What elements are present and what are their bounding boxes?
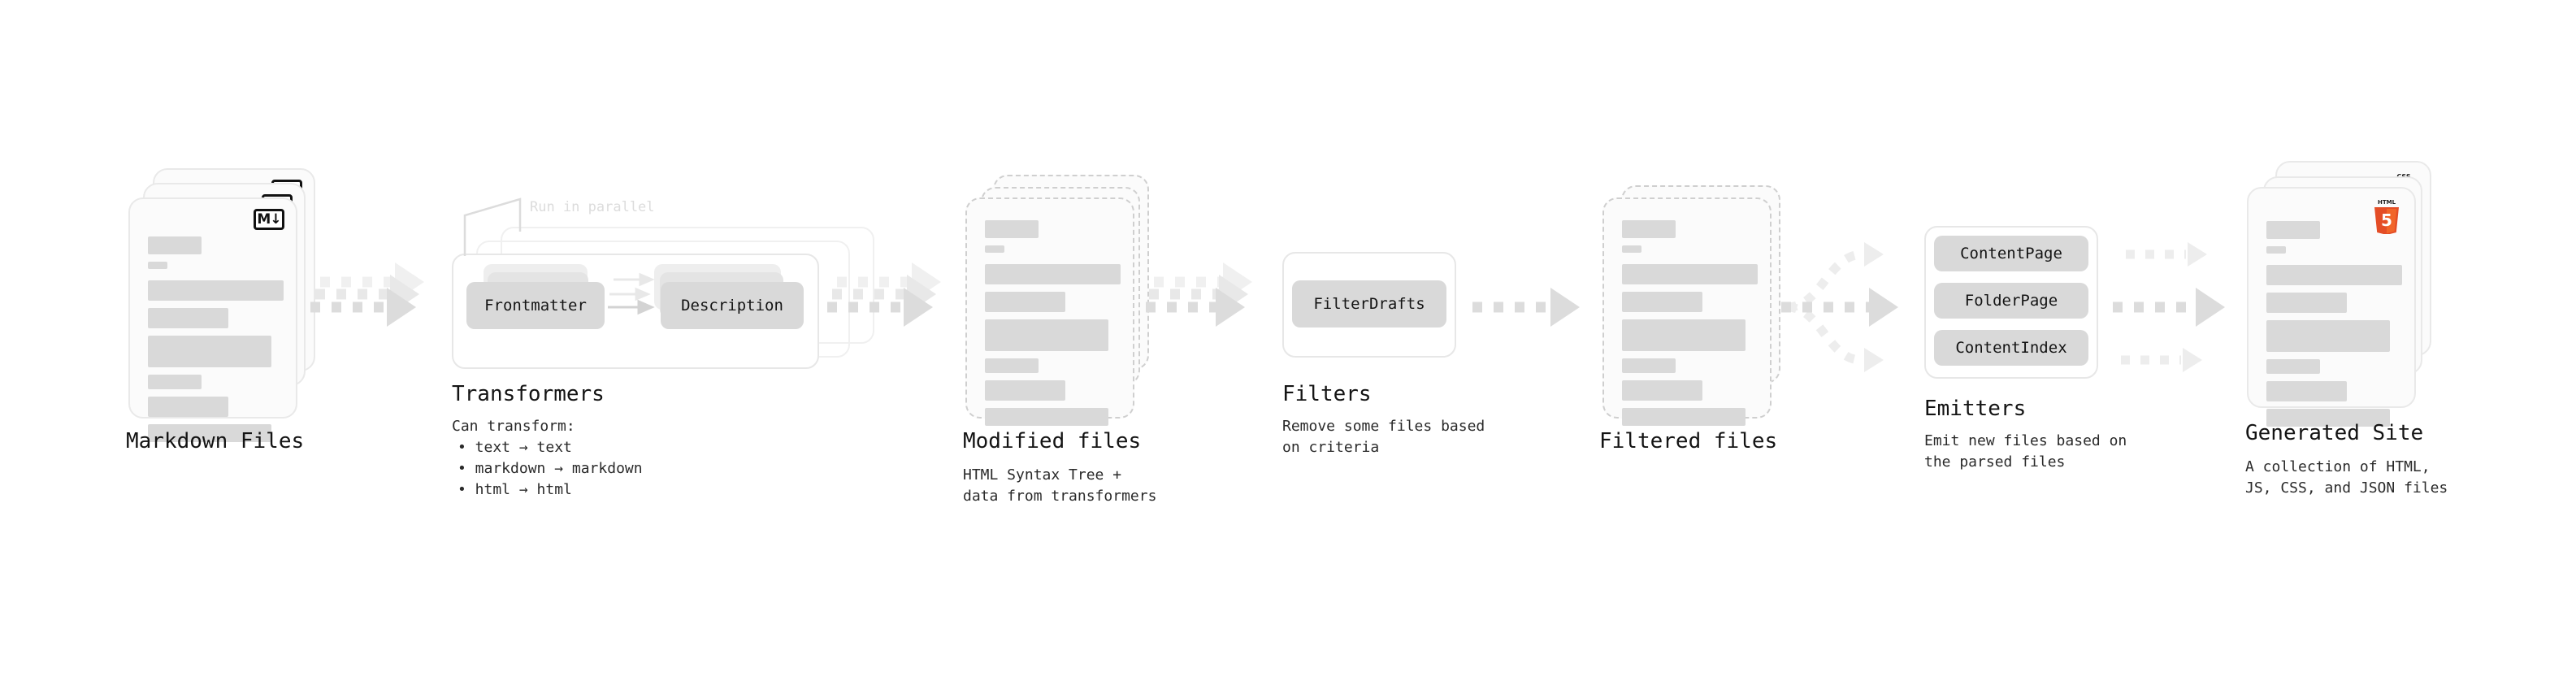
generated-file-html: HTML 5 — [2247, 187, 2416, 427]
chip-label: ContentPage — [1960, 245, 2062, 262]
generated-site-title: Generated Site — [2245, 421, 2424, 445]
connector-md-to-transformers — [310, 262, 424, 327]
markdown-file-front: M↓ — [128, 197, 297, 442]
file-content-lines — [985, 220, 1121, 433]
transformers-subtitle: Can transform: — [452, 418, 575, 435]
connector-modified-to-filters — [1146, 262, 1252, 327]
bullet-item: • markdown → markdown — [458, 460, 643, 478]
svg-text:HTML: HTML — [2378, 199, 2396, 206]
file-content-lines — [2266, 221, 2402, 434]
bullet-item: • text → text — [458, 439, 572, 456]
modified-files-subtitle: HTML Syntax Tree + data from transformer… — [963, 466, 1157, 505]
filters-subtitle: Remove some files based on criteria — [1282, 418, 1485, 457]
connector-emitters-to-site — [2113, 242, 2225, 372]
chip-label: FilterDrafts — [1313, 295, 1425, 313]
connector-filters-to-filtered — [1472, 288, 1580, 327]
modified-files-title: Modified files — [963, 429, 1142, 453]
filter-chip-filterdrafts[interactable]: FilterDrafts — [1292, 280, 1446, 327]
markdown-icon: M↓ — [254, 209, 284, 230]
html5-icon: HTML 5 — [2370, 197, 2403, 235]
transformers-bullets: • text → text • markdown → markdown • ht… — [458, 437, 643, 501]
bullet-item: • html → html — [458, 481, 572, 499]
emitter-chip-contentpage[interactable]: ContentPage — [1934, 236, 2088, 271]
modified-file-front — [965, 197, 1134, 426]
transformer-chip-frontmatter[interactable]: Frontmatter — [466, 282, 605, 329]
filtered-file-front — [1602, 197, 1772, 426]
markdown-files-title: Markdown Files — [126, 429, 305, 453]
transformer-chip-description[interactable]: Description — [661, 282, 804, 329]
generated-site-subtitle: A collection of HTML, JS, CSS, and JSON … — [2245, 458, 2448, 497]
transformers-title: Transformers — [452, 382, 605, 406]
run-in-parallel-label: Run in parallel — [530, 199, 655, 215]
chip-label: ContentIndex — [1955, 339, 2067, 357]
emitter-chip-contentindex[interactable]: ContentIndex — [1934, 330, 2088, 366]
svg-text:5: 5 — [2381, 210, 2392, 230]
chip-label: Description — [681, 297, 783, 314]
file-content-lines — [148, 236, 284, 449]
filters-title: Filters — [1282, 382, 1372, 406]
filtered-files-title: Filtered files — [1599, 429, 1778, 453]
chip-label: FolderPage — [1964, 292, 2058, 310]
file-content-lines — [1622, 220, 1758, 433]
connector-filtered-to-emitters — [1781, 242, 1898, 372]
emitter-chip-folderpage[interactable]: FolderPage — [1934, 283, 2088, 319]
chip-label: Frontmatter — [484, 297, 587, 314]
emitters-subtitle: Emit new files based on the parsed files — [1924, 432, 2127, 471]
emitters-title: Emitters — [1924, 397, 2027, 421]
